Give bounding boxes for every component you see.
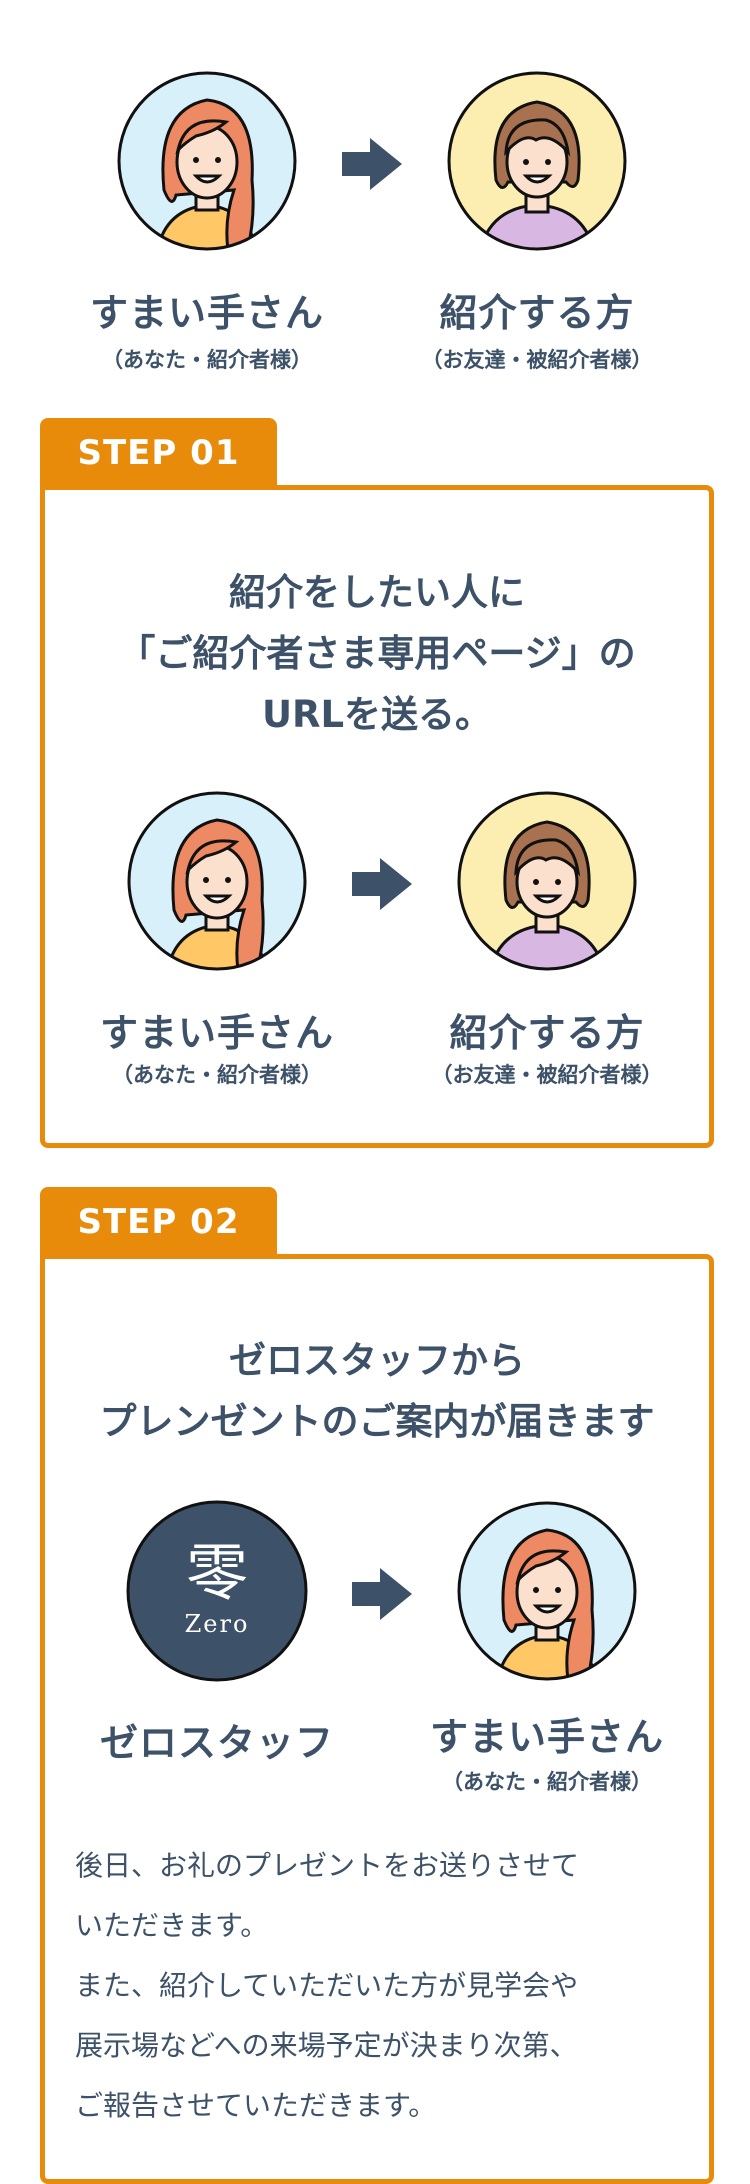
step2-right-name: すまい手さん: [429, 1715, 664, 1759]
woman-avatar-icon: [456, 1500, 638, 1682]
logo-kanji: 零: [185, 1536, 248, 1609]
woman-avatar-icon: [126, 790, 308, 972]
woman-avatar-icon: [116, 70, 298, 252]
step1-right-name: 紹介する方: [449, 1011, 645, 1055]
step2-right-sub: （あなた・紹介者様）: [442, 1770, 652, 1794]
intro-left-name: すまい手さん: [89, 291, 324, 335]
woman-avatar-icon: [456, 790, 638, 972]
step1-right-sub: （お友達・被紹介者様）: [431, 1063, 663, 1087]
intro-right-sub: （お友達・被紹介者様）: [421, 348, 653, 372]
zero-logo-icon: 零 Zero: [126, 1500, 308, 1682]
woman-avatar-icon: [446, 70, 628, 252]
step2-label: STEP 02: [40, 1187, 277, 1257]
step1-left-name: すまい手さん: [99, 1011, 334, 1055]
step2-box: [40, 1254, 714, 2184]
intro-left-sub: （あなた・紹介者様）: [102, 348, 312, 372]
step2-left-name: ゼロスタッフ: [99, 1721, 334, 1765]
step1-label: STEP 01: [40, 418, 277, 488]
logo-text: Zero: [184, 1610, 250, 1638]
arrow-right-icon: [350, 856, 414, 912]
step1-left-sub: （あなた・紹介者様）: [112, 1063, 322, 1087]
step2-body-text: 後日、お礼のプレゼントをお送りさせて いただきます。 また、紹介していただいた方…: [75, 1849, 580, 2122]
intro-right-name: 紹介する方: [439, 291, 635, 335]
arrow-right-icon: [340, 136, 404, 192]
step1-heading: 紹介をしたい人に 「ご紹介者さま専用ページ」の URLを送る。: [118, 571, 636, 736]
arrow-right-icon: [350, 1566, 414, 1622]
step2-heading: ゼロスタッフから プレンゼントのご案内が届きます: [99, 1339, 655, 1443]
